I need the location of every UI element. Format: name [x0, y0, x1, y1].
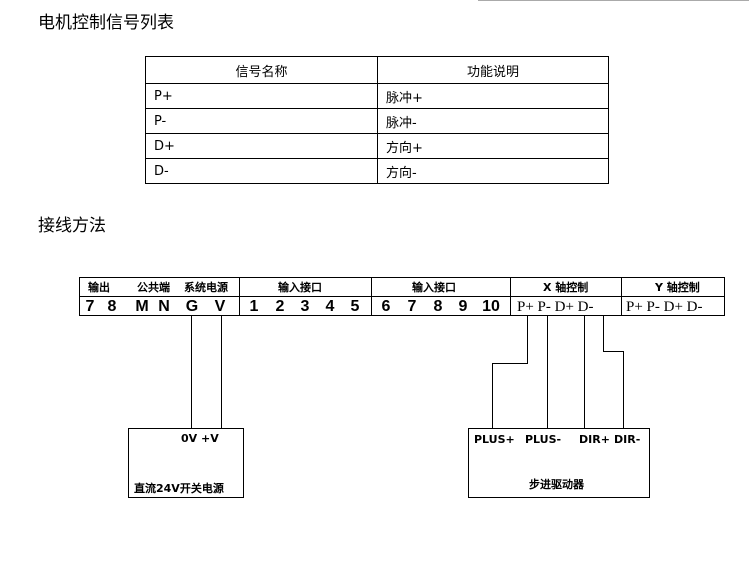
table-row: P+ 脉冲+: [145, 83, 609, 109]
group-label-input-1: 输入接口: [278, 281, 322, 294]
stepper-driver-label: 步进驱动器: [529, 478, 584, 491]
signal-function: 脉冲+: [377, 83, 609, 109]
wire-p-plus: [492, 363, 528, 364]
terminal-pin: 4: [325, 298, 335, 315]
strip-divider: [621, 278, 622, 315]
wire-d-minus: [623, 351, 624, 428]
driver-terminal-plus-minus: PLUS-: [525, 433, 562, 446]
group-label-input-2: 输入接口: [412, 281, 456, 294]
signal-function: 方向-: [377, 158, 609, 184]
terminal-pin: 2: [275, 298, 285, 315]
wire-d-minus: [603, 316, 604, 352]
col-header-signal: 信号名称: [145, 56, 378, 84]
power-terminals: 0V +V: [181, 432, 219, 445]
signal-table: 信号名称 功能说明 P+ 脉冲+ P- 脉冲- D+ 方向+ D- 方向-: [145, 56, 609, 184]
signal-name: D+: [145, 133, 378, 159]
terminal-pin: 8: [107, 298, 117, 315]
wire-p-plus: [492, 363, 493, 428]
wire-p-minus: [547, 316, 548, 428]
wire-g-0v: [191, 316, 192, 428]
signal-function: 脉冲-: [377, 108, 609, 134]
driver-terminal-dir-minus: DIR-: [614, 433, 641, 446]
wire-d-minus: [603, 351, 624, 352]
terminal-pin: G: [185, 298, 199, 315]
wire-p-plus: [527, 316, 528, 364]
power-supply-label: 直流24V开关电源: [134, 482, 224, 495]
group-label-common: 公共端: [137, 281, 170, 294]
signal-function: 方向+: [377, 133, 609, 159]
strip-divider-horizontal: [80, 296, 724, 297]
terminal-pin: 9: [458, 298, 468, 315]
wire-v-plus: [221, 316, 222, 428]
power-supply-box: 0V +V 直流24V开关电源: [128, 428, 244, 498]
signal-name: P-: [145, 108, 378, 134]
terminal-pin: 7: [85, 298, 95, 315]
terminal-pin: 10: [482, 298, 500, 315]
table-header-row: 信号名称 功能说明: [145, 56, 609, 84]
page-title: 电机控制信号列表: [38, 13, 174, 33]
top-divider: [478, 0, 749, 1]
group-label-output: 输出: [88, 281, 110, 294]
signal-name: D-: [145, 158, 378, 184]
wire-d-plus: [584, 316, 585, 428]
terminal-pin: M: [135, 298, 149, 315]
terminal-pin: 1: [249, 298, 259, 315]
signal-name: P+: [145, 83, 378, 109]
terminal-pin: N: [158, 298, 170, 315]
x-axis-pins: P+ P- D+ D-: [517, 299, 594, 315]
strip-divider: [239, 278, 240, 315]
strip-divider: [371, 278, 372, 315]
stepper-driver-box: PLUS+ PLUS- DIR+ DIR- 步进驱动器: [468, 428, 650, 498]
terminal-pin: V: [214, 298, 226, 315]
terminal-strip: 输出 公共端 系统电源 输入接口 输入接口 X 轴控制 Y 轴控制 7 8 M …: [79, 277, 725, 316]
wiring-title: 接线方法: [38, 216, 106, 236]
col-header-function: 功能说明: [377, 56, 609, 84]
terminal-pin: 6: [381, 298, 391, 315]
driver-terminal-plus-plus: PLUS+: [474, 433, 515, 446]
y-axis-pins: P+ P- D+ D-: [626, 299, 703, 315]
terminal-pin: 7: [407, 298, 417, 315]
table-row: D+ 方向+: [145, 133, 609, 159]
table-row: D- 方向-: [145, 158, 609, 184]
terminal-pin: 3: [300, 298, 310, 315]
terminal-pin: 5: [350, 298, 360, 315]
group-label-power: 系统电源: [184, 281, 228, 294]
group-label-x-axis: X 轴控制: [543, 281, 589, 294]
table-row: P- 脉冲-: [145, 108, 609, 134]
strip-divider: [510, 278, 511, 315]
driver-terminal-dir-plus: DIR+: [579, 433, 610, 446]
group-label-y-axis: Y 轴控制: [655, 281, 700, 294]
terminal-pin: 8: [433, 298, 443, 315]
